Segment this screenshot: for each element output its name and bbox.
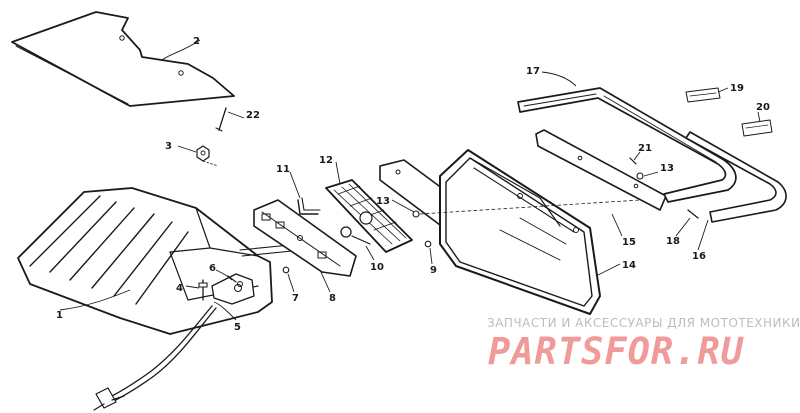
callout-6: 6 — [209, 263, 216, 274]
callout-12: 12 — [319, 155, 333, 166]
part-bumper-bar — [517, 87, 737, 203]
callout-15: 15 — [622, 237, 636, 248]
callout-2: 2 — [193, 36, 200, 47]
callout-22: 22 — [246, 110, 260, 121]
part-gasket — [297, 197, 321, 215]
callout-16: 16 — [692, 251, 706, 262]
callout-labels: 1 2 3 4 5 6 7 8 9 10 11 12 13 13 14 15 1… — [56, 36, 770, 333]
callout-14: 14 — [622, 260, 636, 271]
callout-21: 21 — [638, 143, 652, 154]
callout-7: 7 — [292, 293, 299, 304]
callout-4: 4 — [176, 283, 183, 294]
part-bulb — [340, 226, 371, 245]
callout-17: 17 — [526, 66, 540, 77]
part-floor-mat — [11, 11, 235, 107]
callout-10: 10 — [370, 262, 384, 273]
part-lamp-bracket — [253, 199, 357, 277]
part-hardware — [629, 157, 699, 219]
part-plate-frame — [419, 149, 641, 315]
part-trim-strip — [685, 131, 787, 223]
watermark-caption: ЗАПЧАСТИ И АКСЕССУАРЫ ДЛЯ МОТОТЕХНИКИ — [487, 316, 800, 330]
callout-5: 5 — [234, 322, 241, 333]
callout-13: 13 — [660, 163, 674, 174]
callout-leader-lines — [59, 39, 761, 321]
callout-13: 13 — [376, 196, 390, 207]
part-decals — [685, 87, 773, 137]
callout-9: 9 — [430, 265, 437, 276]
watermark-logo: PARTSFOR.RU — [488, 330, 745, 373]
callout-3: 3 — [165, 141, 172, 152]
callout-20: 20 — [756, 102, 770, 113]
callout-19: 19 — [730, 83, 744, 94]
callout-1: 1 — [56, 310, 63, 321]
part-housing — [17, 187, 273, 335]
callout-8: 8 — [329, 293, 336, 304]
callout-11: 11 — [276, 164, 290, 175]
part-lens — [325, 179, 413, 253]
part-screw-nut — [196, 107, 227, 167]
part-bracket — [535, 129, 667, 211]
callout-18: 18 — [666, 236, 680, 247]
part-screws — [198, 275, 243, 301]
part-small-screws — [282, 240, 432, 274]
